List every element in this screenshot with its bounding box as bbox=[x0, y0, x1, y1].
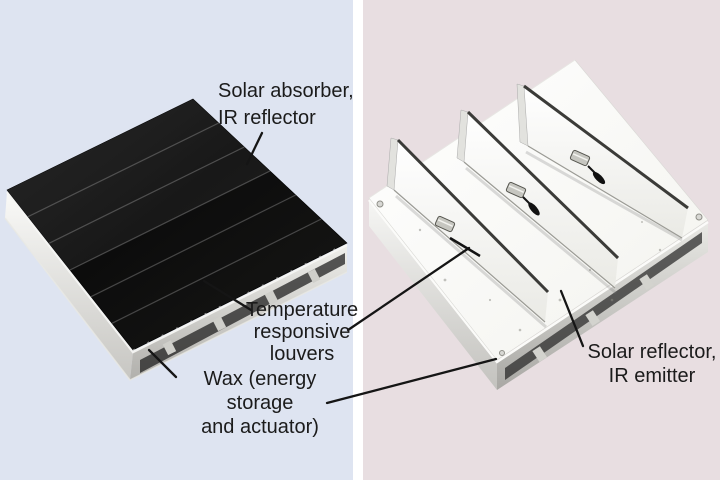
label-temperature-responsive-louvers: Temperature responsive louvers bbox=[245, 299, 359, 365]
base-left-face bbox=[5, 192, 133, 380]
fin-1-top-rail bbox=[396, 138, 550, 294]
fin-2-base-rail bbox=[463, 161, 616, 289]
corner-screws bbox=[376, 200, 703, 356]
fin-2-shadow bbox=[465, 166, 617, 295]
label-solar-absorber: Solar absorber, IR reflector bbox=[218, 80, 354, 129]
base-hardware-slots bbox=[505, 232, 702, 380]
fin-3-wax-actuator bbox=[592, 171, 606, 185]
base-slot-gaps bbox=[532, 274, 655, 363]
louver-sheen bbox=[7, 99, 270, 270]
fin-1 bbox=[386, 137, 550, 329]
fin-3 bbox=[516, 83, 689, 242]
fin-3-clip bbox=[569, 149, 591, 167]
fin-1-shadow bbox=[395, 194, 547, 329]
fin-1-face bbox=[394, 140, 548, 322]
louver-slat-lines bbox=[27, 122, 322, 324]
base-top-lip bbox=[6, 191, 348, 354]
fin-2 bbox=[456, 109, 620, 295]
fin-3-top-rail bbox=[523, 84, 689, 210]
fin-3-shadow bbox=[525, 150, 683, 242]
fin-2-wax-actuator bbox=[528, 202, 540, 216]
closed-device-base bbox=[4, 191, 348, 381]
fin-1-clip bbox=[434, 215, 456, 233]
fin-2-face bbox=[464, 112, 618, 288]
fin-2-top-rail bbox=[466, 110, 620, 260]
label-solar-reflector: Solar reflector, IR emitter bbox=[587, 341, 717, 387]
panel-divider bbox=[353, 0, 363, 480]
open-louver-device-photo bbox=[368, 59, 709, 390]
base-hardware-slots bbox=[140, 253, 345, 373]
fin-2-clip bbox=[505, 181, 527, 199]
closed-louver-top bbox=[6, 98, 348, 351]
fin-3-face bbox=[524, 86, 688, 238]
label-wax-energy-storage: Wax (energy storage and actuator) bbox=[201, 368, 319, 438]
base-bottom-lip bbox=[4, 217, 348, 381]
closed-louver-device-photo bbox=[4, 98, 348, 381]
fin-3-base-rail bbox=[527, 145, 683, 239]
